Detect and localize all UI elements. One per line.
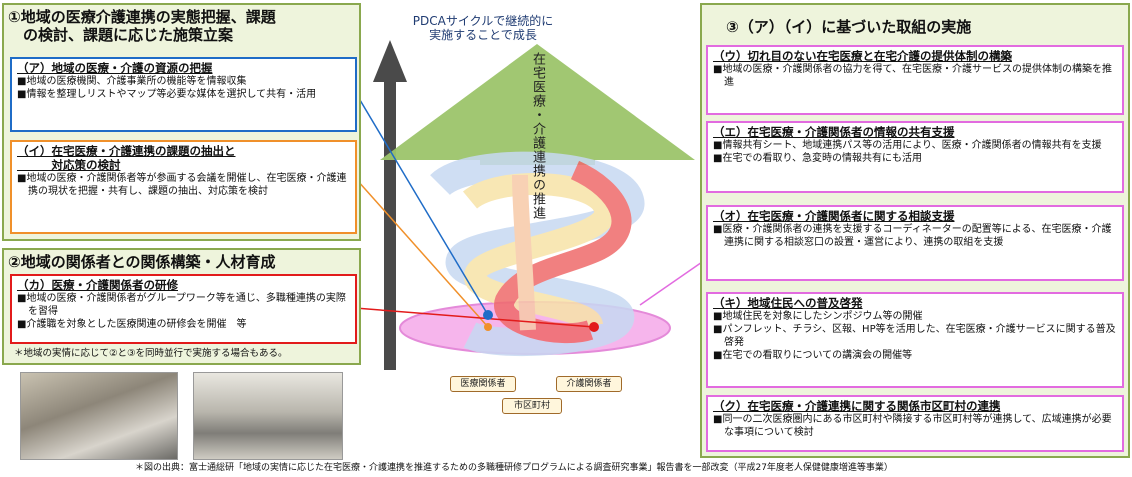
box-ku-bullet: ■同一の二次医療圏内にある市区町村や隣接する市区町村等が連携して、広域連携が必要… xyxy=(713,414,1112,438)
source-citation: ＊図の出典：富士通総研「地域の実情に応じた在宅医療・介護連携を推進するための多職… xyxy=(135,463,893,473)
box-ki-title: （キ）地域住民への普及啓発 xyxy=(713,296,863,310)
dot-red xyxy=(589,322,599,332)
panel-2-note: ＊地域の実情に応じて②と③を同時並行で実施する場合もある。 xyxy=(14,348,288,359)
dot-orange xyxy=(484,323,492,331)
box-ka-bullet: ■地域の医療・介護関係者がグループワーク等を通じ、多職種連携の実際を習得 xyxy=(17,293,346,317)
box-u: （ウ）切れ目のない在宅医療と在宅介護の提供体制の構築 ■地域の医療・介護関係者の… xyxy=(706,45,1124,115)
box-ku: （ク）在宅医療・介護連携に関する関係市区町村の連携 ■同一の二次医療圏内にある市… xyxy=(706,395,1124,452)
box-ki-bullet: ■地域住民を対象にしたシンポジウム等の開催 xyxy=(713,311,923,322)
box-ka-bullet: ■介護職を対象とした医療関連の研修会を開催 等 xyxy=(17,319,247,330)
box-a-bullet: ■情報を整理しリストやマップ等必要な媒体を選択して共有・活用 xyxy=(17,89,317,100)
box-i-title: （イ）在宅医療・介護連携の課題の抽出と 対応策の検討 xyxy=(17,144,236,172)
tag-care: 介護関係者 xyxy=(556,376,622,392)
connector-blue xyxy=(356,94,489,316)
spiral-bands xyxy=(430,151,645,356)
workshop-photo-2 xyxy=(193,372,343,460)
box-u-bullet: ■地域の医療・介護関係者の協力を得て、在宅医療・介護サービスの提供体制の構築を推… xyxy=(713,64,1112,88)
box-ka-title: （カ）医療・介護関係者の研修 xyxy=(17,278,178,292)
box-ki: （キ）地域住民への普及啓発 ■地域住民を対象にしたシンポジウム等の開催 ■パンフ… xyxy=(706,292,1124,388)
box-a: （ア）地域の医療・介護の資源の把握 ■地域の医療機関、介護事業所の機能等を情報収… xyxy=(10,57,357,132)
connector-orange xyxy=(356,179,489,328)
green-arrow-head xyxy=(380,44,695,165)
panel-3-title: ③（ア）（イ）に基づいた取組の実施 xyxy=(726,18,972,36)
box-i-bullet: ■地域の医療・介護関係者等が参画する会議を開催し、在宅医療・介護連携の現状を把握… xyxy=(17,173,347,197)
box-i: （イ）在宅医療・介護連携の課題の抽出と 対応策の検討 ■地域の医療・介護関係者等… xyxy=(10,140,357,234)
box-o-title: （オ）在宅医療・介護関係者に関する相談支援 xyxy=(713,209,955,223)
box-u-title: （ウ）切れ目のない在宅医療と在宅介護の提供体制の構築 xyxy=(713,49,1012,63)
box-ki-bullet: ■在宅での看取りについての講演会の開催等 xyxy=(713,350,913,361)
box-a-bullet: ■地域の医療機関、介護事業所の機能等を情報収集 xyxy=(17,76,247,87)
box-ki-bullet: ■パンフレット、チラシ、区報、HP等を活用した、在宅医療・介護サービスに関する普… xyxy=(713,324,1116,348)
workshop-photo-1 xyxy=(20,372,178,460)
connector-pink xyxy=(639,259,706,306)
pdca-text: PDCAサイクルで継続的に 実施することで成長 xyxy=(412,14,554,42)
box-o: （オ）在宅医療・介護関係者に関する相談支援 ■医療・介護関係者の連携を支援するコ… xyxy=(706,205,1124,281)
box-e-bullet: ■在宅での看取り、急変時の情報共有にも活用 xyxy=(713,153,923,164)
tag-medical: 医療関係者 xyxy=(450,376,516,392)
dot-blue xyxy=(483,310,493,320)
tag-municipality: 市区町村 xyxy=(502,398,562,414)
box-e-bullet: ■情報共有シート、地域連携パス等の活用により、医療・介護関係者の情報共有を支援 xyxy=(713,140,1102,151)
box-o-bullet: ■医療・介護関係者の連携を支援するコーディネーターの配置等による、在宅医療・介護… xyxy=(713,224,1112,248)
box-e-title: （エ）在宅医療・介護関係者の情報の共有支援 xyxy=(713,125,955,139)
panel-1-title: ①地域の医療介護連携の実態把握、課題 の検討、課題に応じた施策立案 xyxy=(8,8,276,44)
vertical-label: 在宅医療・介護連携の推進 xyxy=(530,52,545,220)
box-a-title: （ア）地域の医療・介護の資源の把握 xyxy=(17,61,213,75)
connector-red xyxy=(354,307,595,328)
box-e: （エ）在宅医療・介護関係者の情報の共有支援 ■情報共有シート、地域連携パス等の活… xyxy=(706,121,1124,193)
box-ka: （カ）医療・介護関係者の研修 ■地域の医療・介護関係者がグループワーク等を通じ、… xyxy=(10,274,357,344)
box-ku-title: （ク）在宅医療・介護連携に関する関係市区町村の連携 xyxy=(713,399,1001,413)
growth-arrow-icon xyxy=(373,40,407,370)
panel-2-title: ②地域の関係者との関係構築・人材育成 xyxy=(8,253,276,271)
